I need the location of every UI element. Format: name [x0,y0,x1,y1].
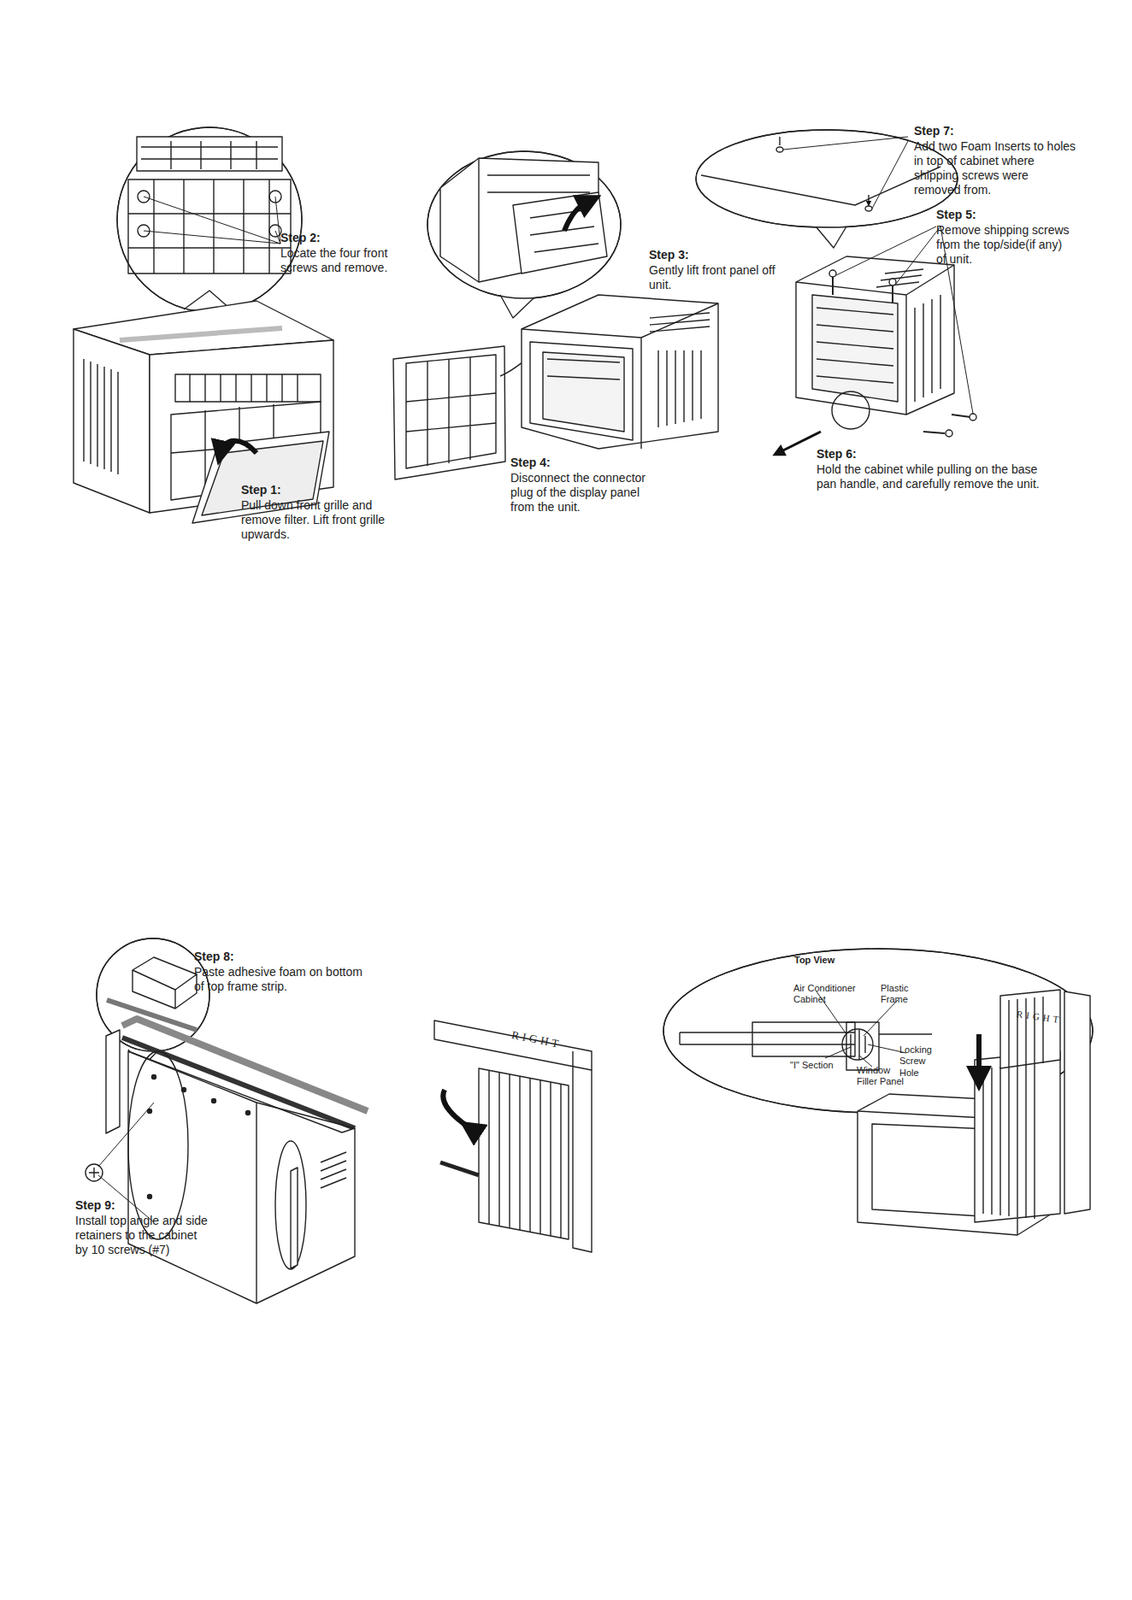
step-heading: Step 6: [816,447,1048,462]
step-instruction: Disconnect the connector plug of the dis… [510,471,665,515]
step-heading: Step 4: [510,455,665,471]
unit-drawing-2 [393,151,719,480]
step-heading: Step 5: [936,207,1074,223]
unit-drawing-5 [663,949,1093,1236]
view-title: Top View [794,955,872,967]
step-instruction: Add two Foam Inserts to holes in top of … [913,139,1077,198]
step-instruction: Paste adhesive foam on bottom of top fra… [194,965,374,995]
unit-drawing-1 [73,127,334,524]
step-instruction: Pull down front grille and remove filter… [241,498,396,543]
step-instruction: Gently lift front panel off unit. [648,263,778,293]
step-heading: Step 1: [241,483,404,498]
filler-panel-drawing [434,1020,592,1253]
part-label: Window Filler Panel [856,1065,908,1089]
step-instruction: Locate the four front screws and remove. [280,246,409,276]
step-heading: Step 2: [280,230,426,246]
step-heading: Step 9: [75,1198,221,1214]
part-label: Plastic Frame [880,983,932,1007]
step-instruction: Hold the cabinet while pulling on the ba… [816,462,1048,492]
step-instruction: Install top angle and side retainers to … [75,1214,213,1258]
part-label: Air Conditioner Cabinet [793,983,862,1007]
step-heading: Step 3: [648,247,778,263]
step-heading: Step 7: [913,123,1077,139]
step-instruction: Remove shipping screws from the top/side… [936,223,1074,267]
part-label: "I" Section [790,1060,859,1072]
part-label: Locking Screw Hole [899,1044,947,1079]
step-heading: Step 8: [194,949,374,965]
